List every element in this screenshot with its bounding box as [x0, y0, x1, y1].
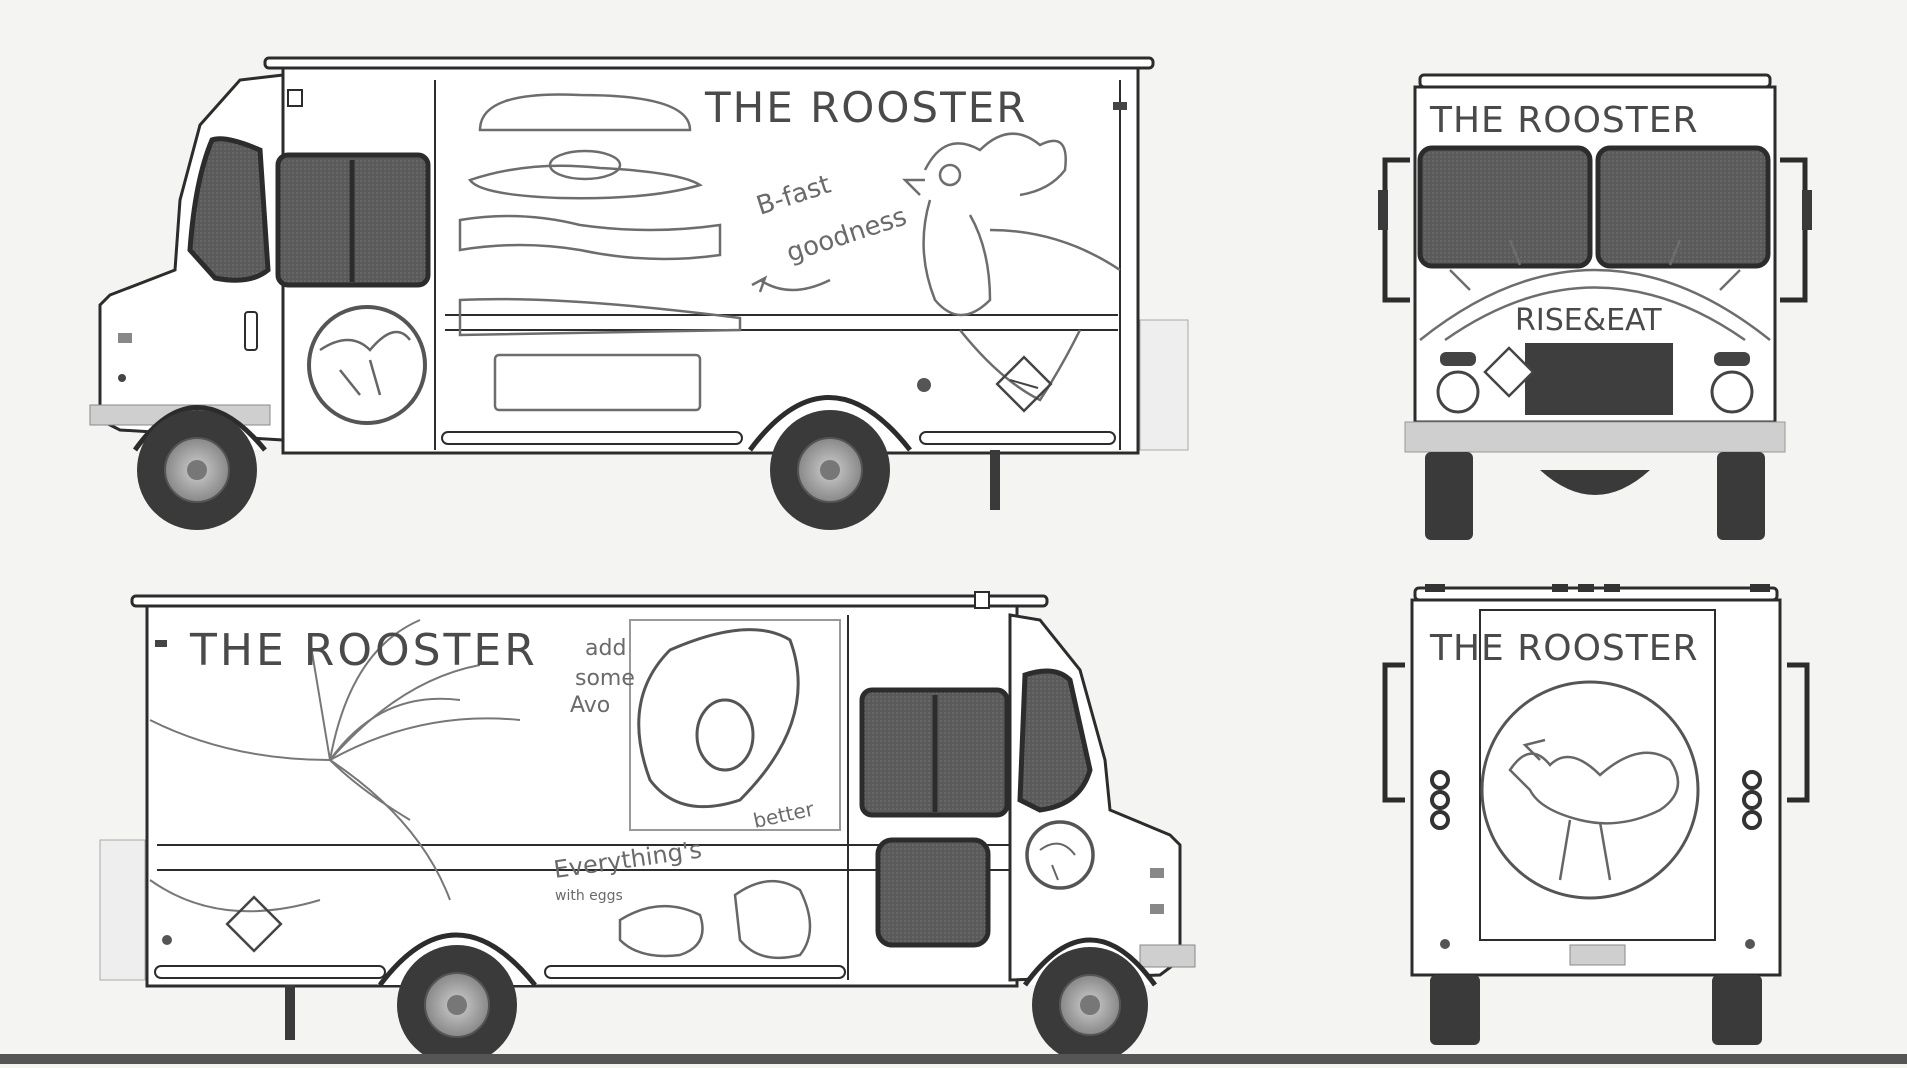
diamond-logo-icon	[995, 355, 1053, 413]
front-slogan: RISE&EAT	[1515, 303, 1662, 338]
brand-title-side-right: THE ROOSTER	[189, 625, 538, 676]
truck-side-view-right: THE ROOSTER add some Avo Everything's be…	[99, 591, 1196, 1065]
rooster-badge-icon	[307, 305, 427, 425]
truck-front-view: THE ROOSTER RISE&EAT	[1378, 73, 1812, 540]
note-add: add	[585, 636, 626, 661]
note-some: some	[575, 666, 635, 691]
diamond-logo-side-icon	[225, 895, 283, 953]
page-bottom-rule	[0, 1054, 1907, 1064]
brand-title-rear: THE ROOSTER	[1429, 628, 1699, 669]
truck-rear-view: THE ROOSTER	[1382, 584, 1810, 1045]
rear-wheel-icon	[770, 410, 890, 530]
note-avo: Avo	[570, 693, 610, 718]
truck-side-view-left: THE ROOSTER B-fast goodness	[89, 56, 1189, 530]
eggs-sketch	[618, 879, 812, 960]
brand-title-side-left: THE ROOSTER	[704, 83, 1027, 132]
front-wheel-right-icon	[1032, 947, 1148, 1063]
sunrise-sketch	[1419, 239, 1771, 342]
rooster-tail-sketch	[149, 619, 521, 913]
front-wheel-icon	[137, 410, 257, 530]
rooster-head-sketch	[901, 132, 1121, 402]
breakfast-sandwich-sketch	[458, 93, 742, 412]
avocado-sketch	[629, 619, 841, 831]
diamond-logo-front-icon	[1483, 346, 1535, 398]
brand-title-front: THE ROOSTER	[1429, 100, 1699, 141]
rear-wheel-right-icon	[397, 945, 517, 1065]
note-with-eggs: with eggs	[555, 888, 623, 904]
rooster-circle-logo-icon	[1480, 680, 1700, 900]
rooster-badge-side-icon	[1025, 820, 1095, 890]
